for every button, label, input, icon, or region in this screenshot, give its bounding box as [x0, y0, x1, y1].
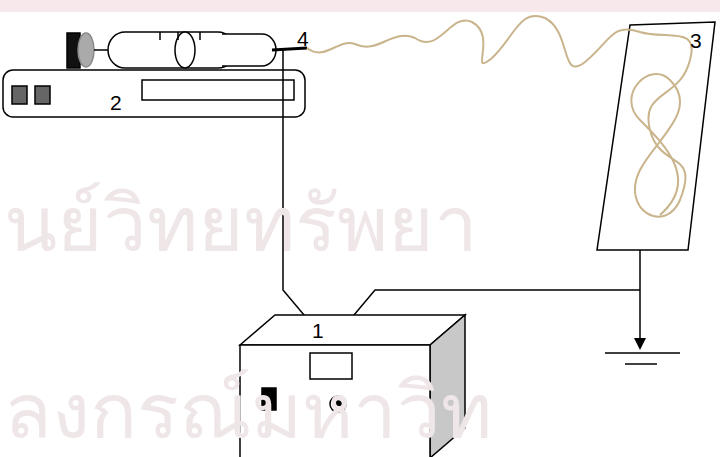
syringe-pump	[3, 32, 307, 117]
callout-number: 4	[297, 28, 309, 49]
watermark-band	[0, 0, 720, 12]
callout-number: 3	[690, 30, 702, 51]
arrowhead	[634, 338, 646, 350]
callout-number: 1	[312, 320, 324, 341]
watermark: ลงกรณ์มหาวิท	[4, 372, 492, 450]
watermark: นย์วิทยทรัพยา	[4, 185, 478, 263]
callout-number: 2	[110, 92, 122, 113]
ground-symbol	[605, 353, 680, 364]
